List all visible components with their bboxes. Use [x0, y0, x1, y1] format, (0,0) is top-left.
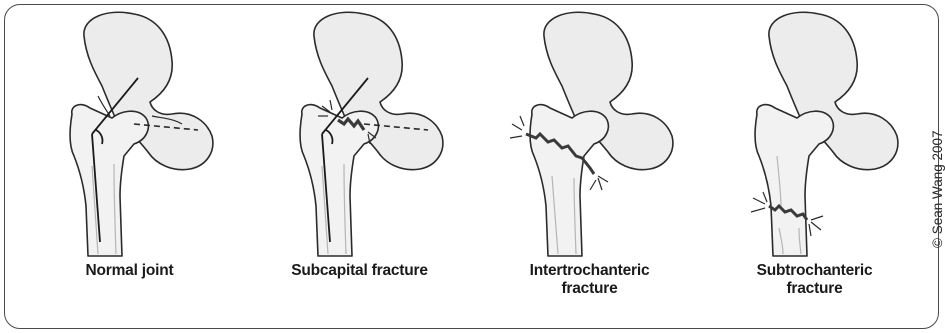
femur-bone	[70, 105, 148, 256]
panel-caption: Subtrochanteric fracture	[707, 262, 922, 298]
hip-illustration-subcapital	[252, 6, 467, 266]
panel-caption: Subcapital fracture	[252, 262, 467, 280]
hip-illustration-normal	[22, 6, 237, 266]
panel-caption: Intertrochanteric fracture	[482, 262, 697, 298]
femur-bone	[755, 105, 833, 256]
panel-normal-joint: Normal joint	[22, 6, 237, 331]
panel-intertrochanteric-fracture: Intertrochanteric fracture	[482, 6, 697, 331]
hip-illustration-intertrochanteric	[482, 6, 697, 266]
panel-subcapital-fracture: Subcapital fracture	[252, 6, 467, 331]
panel-caption: Normal joint	[22, 262, 237, 280]
panel-subtrochanteric-fracture: Subtrochanteric fracture	[707, 6, 922, 331]
copyright-notice: © Sean Wang 2007	[930, 130, 945, 248]
hip-illustration-subtrochanteric	[707, 6, 922, 266]
femur-bone	[530, 105, 608, 256]
femur-bone	[300, 105, 378, 256]
